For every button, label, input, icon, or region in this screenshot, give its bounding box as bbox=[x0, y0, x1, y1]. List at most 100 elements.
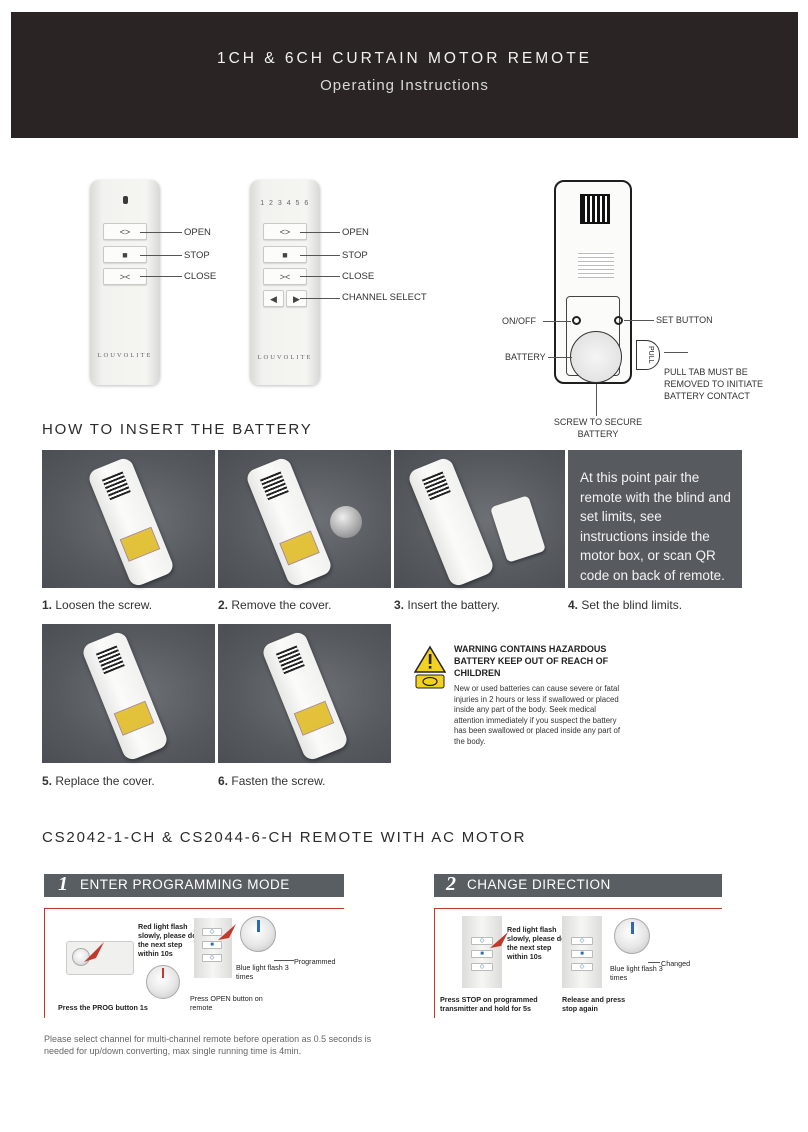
leader-line bbox=[140, 232, 182, 233]
remote-device bbox=[260, 629, 350, 763]
mini-close-button: ◇ bbox=[471, 963, 493, 971]
status-dial bbox=[614, 918, 650, 954]
section-title-battery: HOW TO INSERT THE BATTERY bbox=[42, 421, 313, 438]
leader-line bbox=[140, 276, 182, 277]
text-press-stop: Press STOP on programmed transmitter and… bbox=[440, 995, 538, 1013]
panel2-number: 2 bbox=[446, 873, 456, 895]
open-button: <> bbox=[103, 223, 147, 240]
set-button bbox=[614, 316, 623, 325]
label-battery: BATTERY bbox=[505, 352, 546, 362]
text-programmed: Programmed bbox=[294, 957, 336, 966]
photo-step-1 bbox=[42, 450, 215, 589]
mini-close-button: ◇ bbox=[571, 963, 593, 971]
leader-line bbox=[300, 232, 340, 233]
stop-button: ■ bbox=[263, 246, 307, 263]
warning-label bbox=[293, 700, 335, 736]
leader-line bbox=[596, 384, 597, 416]
step-1-caption: 1. Loosen the screw. bbox=[42, 598, 152, 612]
text-release: Release and press stop again bbox=[562, 995, 626, 1013]
leader-line bbox=[548, 357, 572, 358]
tip-panel: At this point pair the remote with the b… bbox=[568, 450, 742, 588]
step-number: 6. bbox=[218, 774, 229, 788]
page-subtitle: Operating Instructions bbox=[320, 77, 489, 94]
step-3-caption: 3. Insert the battery. bbox=[394, 598, 500, 612]
section-title-ac-motor: CS2042-1-CH & CS2044-6-CH REMOTE WITH AC… bbox=[42, 829, 527, 846]
label-pull-tab: PULL TAB MUST BE REMOVED TO INITIATE BAT… bbox=[664, 367, 764, 401]
label-set-button: SET BUTTON bbox=[656, 315, 713, 325]
panel1-number: 1 bbox=[58, 873, 68, 895]
status-dial bbox=[240, 916, 276, 952]
photo-step-2 bbox=[218, 450, 391, 589]
qr-code bbox=[102, 471, 131, 501]
panel1-title: ENTER PROGRAMMING MODE bbox=[80, 877, 290, 892]
onoff-switch bbox=[572, 316, 581, 325]
leader-line bbox=[543, 321, 571, 322]
battery-cover bbox=[490, 495, 546, 563]
warning-triangle-icon bbox=[414, 645, 446, 689]
mini-stop-button: ■ bbox=[202, 941, 222, 949]
step-text: Remove the cover. bbox=[231, 598, 332, 612]
label-close: CLOSE bbox=[184, 271, 217, 282]
mini-open-button: ◇ bbox=[471, 937, 493, 945]
qr-code bbox=[276, 645, 305, 675]
step-4-caption: 4. Set the blind limits. bbox=[568, 598, 682, 612]
photo-step-3 bbox=[394, 450, 565, 589]
mini-stop-button: ■ bbox=[471, 950, 493, 958]
warning-body: New or used batteries can cause severe o… bbox=[454, 684, 621, 746]
label-text-block bbox=[578, 252, 614, 278]
remote-device bbox=[244, 455, 334, 589]
footer-note: Please select channel for multi-channel … bbox=[44, 1034, 372, 1056]
label-close: CLOSE bbox=[342, 271, 375, 282]
leader-line bbox=[648, 962, 660, 963]
mini-open-button: ◇ bbox=[202, 928, 222, 936]
step-number: 4. bbox=[568, 598, 579, 612]
remote-device bbox=[86, 455, 176, 589]
text-red-flash: Red light flash slowly, please do the ne… bbox=[138, 922, 197, 958]
leader-line bbox=[274, 960, 294, 961]
led-indicator bbox=[123, 196, 128, 204]
warning-label bbox=[119, 526, 161, 562]
qr-code bbox=[260, 471, 289, 501]
step-6-caption: 6. Fasten the screw. bbox=[218, 774, 325, 788]
text-press-open: Press OPEN button on remote bbox=[190, 994, 263, 1012]
step-5-caption: 5. Replace the cover. bbox=[42, 774, 155, 788]
panel1-frame bbox=[44, 908, 344, 1018]
step-text: Loosen the screw. bbox=[55, 598, 153, 612]
header-band bbox=[11, 12, 798, 138]
red-arrow-icon bbox=[490, 932, 508, 948]
panel2-header bbox=[434, 874, 722, 897]
remote-device bbox=[406, 455, 496, 589]
channel-indicators: 1 2 3 4 5 6 bbox=[260, 200, 310, 207]
panel1-header bbox=[44, 874, 344, 897]
label-screw: SCREW TO SECURE BATTERY bbox=[553, 417, 643, 439]
red-arrow-icon bbox=[84, 942, 104, 962]
qr-code bbox=[96, 645, 125, 675]
step-number: 5. bbox=[42, 774, 53, 788]
coin-battery bbox=[330, 506, 362, 538]
brand-logo: LOUVOLITE bbox=[97, 352, 153, 359]
label-stop: STOP bbox=[184, 250, 210, 261]
open-button: <> bbox=[263, 223, 307, 240]
step-text: Insert the battery. bbox=[407, 598, 500, 612]
text-blue-flash: Blue light flash 3 times bbox=[610, 964, 663, 982]
red-arrow-icon bbox=[218, 924, 236, 940]
blue-light-indicator bbox=[257, 920, 260, 932]
step-number: 1. bbox=[42, 598, 53, 612]
mini-close-button: ◇ bbox=[202, 954, 222, 962]
panel2-frame bbox=[434, 908, 722, 1018]
step-text: Replace the cover. bbox=[55, 774, 155, 788]
warning-title: WARNING CONTAINS HAZARDOUS BATTERY KEEP … bbox=[454, 644, 609, 678]
qr-code bbox=[580, 194, 610, 224]
text-changed: Changed bbox=[661, 959, 691, 968]
stop-button: ■ bbox=[103, 246, 147, 263]
step-number: 2. bbox=[218, 598, 229, 612]
page-title: 1CH & 6CH CURTAIN MOTOR REMOTE bbox=[216, 50, 593, 67]
qr-code bbox=[422, 471, 451, 501]
label-open: OPEN bbox=[342, 227, 369, 238]
step-number: 3. bbox=[394, 598, 405, 612]
photo-step-6 bbox=[218, 624, 391, 763]
battery-coin bbox=[570, 331, 622, 383]
step-2-caption: 2. Remove the cover. bbox=[218, 598, 331, 612]
mini-open-button: ◇ bbox=[571, 937, 593, 945]
step-text: Fasten the screw. bbox=[231, 774, 326, 788]
